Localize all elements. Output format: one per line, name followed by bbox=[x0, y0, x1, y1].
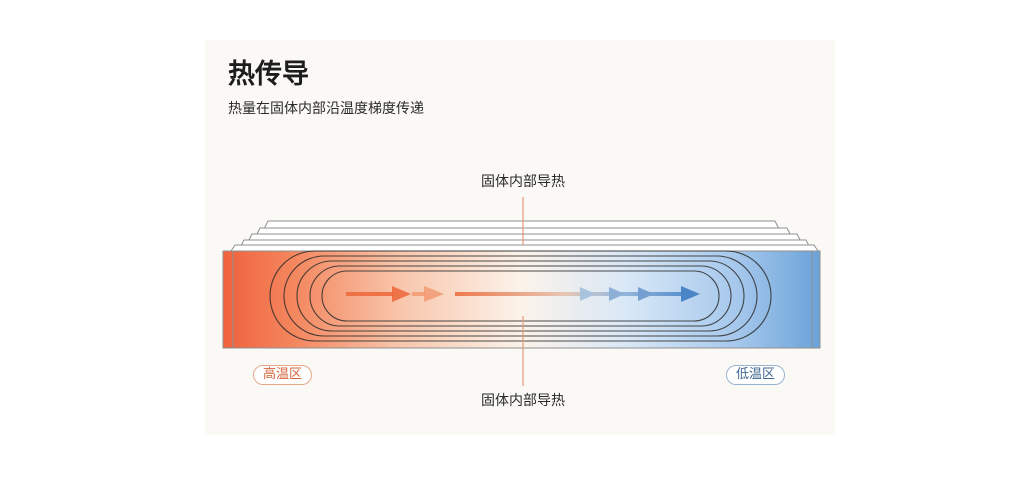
layer-front-top bbox=[230, 244, 819, 252]
contour-5 bbox=[321, 270, 720, 322]
arrow-head-5 bbox=[638, 287, 654, 301]
flow-arrows bbox=[346, 286, 700, 302]
cold-zone-badge: 低温区 bbox=[726, 365, 786, 385]
arrow-shaft-2 bbox=[412, 292, 426, 296]
contour-4 bbox=[309, 265, 732, 327]
arrow-head-1 bbox=[392, 286, 411, 302]
arrow-shaft-3 bbox=[455, 292, 683, 296]
stacked-layers bbox=[230, 220, 819, 252]
callout-top-label: 固体内部导热 bbox=[481, 174, 565, 190]
arrow-shaft-1 bbox=[346, 292, 394, 296]
page-subtitle: 热量在固体内部沿温度梯度传递 bbox=[228, 101, 424, 117]
arrow-head-6 bbox=[681, 286, 700, 302]
contour-1 bbox=[269, 250, 772, 342]
contour-3 bbox=[296, 260, 745, 332]
arrow-head-3 bbox=[580, 287, 596, 301]
arrow-head-2 bbox=[424, 286, 444, 302]
hot-zone-badge: 高温区 bbox=[253, 365, 313, 385]
callout-bottom-label: 固体内部导热 bbox=[481, 393, 565, 409]
arrow-head-4 bbox=[609, 287, 625, 301]
heat-flow-contours bbox=[269, 250, 772, 342]
contour-2 bbox=[283, 255, 758, 337]
page-title: 热传导 bbox=[228, 59, 309, 90]
